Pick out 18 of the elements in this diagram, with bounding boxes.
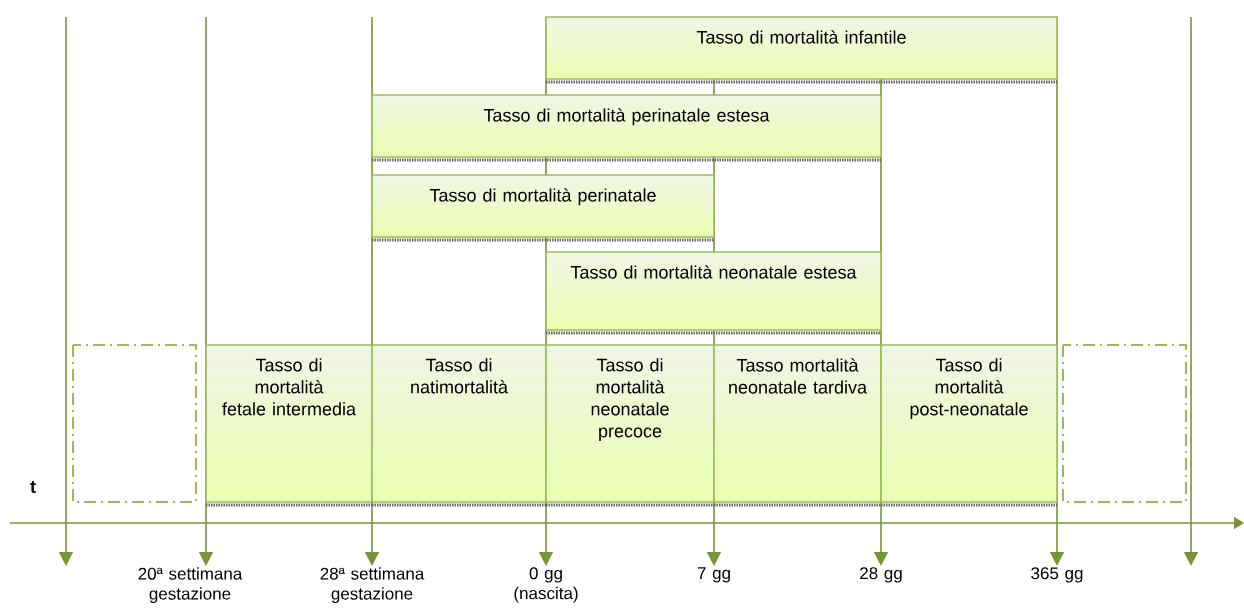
time-label: 7 gg bbox=[697, 567, 730, 583]
axis-label: t bbox=[30, 481, 36, 493]
time-label: 0 gg (nascita) bbox=[514, 567, 578, 603]
time-label: 28ª settimana gestazione bbox=[320, 567, 425, 604]
rate-box: Tasso di mortalità neonatale estesa bbox=[545, 251, 882, 335]
rate-box: Tasso di mortalità perinatale bbox=[371, 174, 715, 242]
empty-box bbox=[72, 344, 197, 503]
empty-box bbox=[1062, 344, 1187, 503]
rate-box: Tasso di natimortalità bbox=[371, 344, 547, 507]
rate-box: Tasso di mortalità neonatale precoce bbox=[545, 344, 715, 507]
rate-box: Tasso di mortalità perinatale estesa bbox=[371, 94, 882, 162]
rate-box: Tasso di mortalità post-neonatale bbox=[880, 344, 1058, 507]
time-label: 365 gg bbox=[1031, 567, 1083, 583]
rate-box: Tasso di mortalità fetale intermedia bbox=[205, 344, 373, 507]
time-label: 28 gg bbox=[860, 567, 902, 583]
time-label: 20ª settimana gestazione bbox=[138, 567, 243, 604]
rate-box: Tasso di mortalità infantile bbox=[545, 16, 1058, 84]
rate-box: Tasso mortalità neonatale tardiva bbox=[713, 344, 882, 507]
